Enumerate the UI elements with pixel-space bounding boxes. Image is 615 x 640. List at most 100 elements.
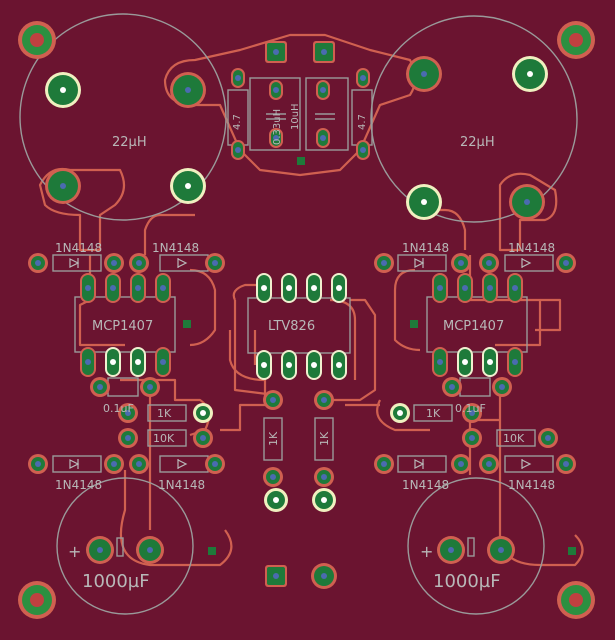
via-pad <box>297 157 305 165</box>
diode-br-b-label: 1N4148 <box>508 478 555 492</box>
inductor-right-pad <box>512 56 548 92</box>
driver-right-pin <box>457 347 473 377</box>
res-pad <box>462 428 482 448</box>
res-left-10k-label: 10K <box>153 432 175 445</box>
res-mid-2-label: 1K <box>318 431 331 446</box>
optocoupler-pin <box>331 350 347 380</box>
cap-pad <box>90 377 110 397</box>
power-connector-pad <box>311 563 337 589</box>
mounting-hole <box>18 581 56 619</box>
small-inductor-label-3: 10uH <box>290 103 301 130</box>
elcap-left-label: 1000µF <box>82 571 150 592</box>
diode-bl-b-label: 1N4148 <box>158 478 205 492</box>
smd-pad <box>356 68 370 88</box>
inductor-left-pad <box>170 72 206 108</box>
optocoupler-pin <box>306 350 322 380</box>
optocoupler-pin <box>256 273 272 303</box>
cap-right-label: 0.1uF <box>455 402 486 415</box>
diode-pad <box>451 253 471 273</box>
diode-pad <box>129 253 149 273</box>
driver-left-pin <box>155 347 171 377</box>
smd-pad <box>316 128 330 148</box>
res-pad <box>538 428 558 448</box>
smd-pad <box>231 140 245 160</box>
diode-pad <box>374 454 394 474</box>
res-pad <box>118 428 138 448</box>
via-pad <box>183 320 191 328</box>
inductor-left-pad <box>45 168 81 204</box>
smd-pad <box>269 80 283 100</box>
mounting-hole <box>18 21 56 59</box>
driver-left-pin <box>80 347 96 377</box>
diode-br-a-label: 1N4148 <box>402 478 449 492</box>
elcap-right-plus: + <box>420 542 433 561</box>
optocoupler-pin <box>281 350 297 380</box>
power-connector-pad <box>265 565 287 587</box>
elcap-right-pad <box>437 536 465 564</box>
diode-tr-a-label: 1N4148 <box>402 241 449 255</box>
smd-pad <box>356 140 370 160</box>
optocoupler-pin <box>281 273 297 303</box>
res-pad <box>462 403 482 423</box>
driver-left-label: MCP1407 <box>92 319 153 334</box>
small-inductor-label-2: 0.33uH <box>272 109 283 145</box>
inductor-right-label: 22µH <box>460 135 495 150</box>
mounting-hole <box>557 581 595 619</box>
cap-pad <box>140 377 160 397</box>
diode-pad <box>205 253 225 273</box>
driver-left-outline <box>74 296 176 353</box>
elcap-left-pad <box>136 536 164 564</box>
diode-pad <box>104 253 124 273</box>
diode-symbols <box>69 258 532 469</box>
inductor-left-pad <box>45 72 81 108</box>
res-pad <box>314 390 334 410</box>
inductor-right-pad <box>406 184 442 220</box>
small-inductor-box-right <box>305 77 349 151</box>
small-inductor-label-1: 4.7 <box>232 114 243 130</box>
res-pad <box>263 467 283 487</box>
diode-pad <box>479 454 499 474</box>
elcap-left-pad <box>86 536 114 564</box>
optocoupler-pin <box>331 273 347 303</box>
optocoupler-outline <box>247 297 351 354</box>
diode-pad <box>556 454 576 474</box>
inductor-right-pad <box>406 56 442 92</box>
diode-pad <box>556 253 576 273</box>
via-pad <box>208 547 216 555</box>
inductor-left-label: 22µH <box>112 135 147 150</box>
res-pad <box>193 428 213 448</box>
diode-tl-a-label: 1N4148 <box>55 241 102 255</box>
connector-pad <box>313 41 335 63</box>
silkscreen <box>19 13 578 615</box>
driver-right-pin <box>432 273 448 303</box>
driver-right-pin <box>507 347 523 377</box>
diode-pad <box>104 454 124 474</box>
smd-pad <box>231 68 245 88</box>
elcap-left-outline <box>56 477 194 615</box>
mounting-hole <box>557 21 595 59</box>
connector-pad <box>265 41 287 63</box>
smd-pad <box>316 80 330 100</box>
optocoupler-pin <box>306 273 322 303</box>
cap-pad <box>442 377 462 397</box>
res-left-1k-label: 1K <box>157 407 172 420</box>
diode-pad <box>479 253 499 273</box>
res-right-10k-label: 10K <box>503 432 525 445</box>
res-pad <box>118 403 138 423</box>
diode-pad <box>451 454 471 474</box>
via-pad <box>410 320 418 328</box>
pads <box>18 21 595 619</box>
output-pad <box>312 488 336 512</box>
res-pad <box>193 403 213 423</box>
driver-right-pin <box>482 273 498 303</box>
driver-right-pin <box>432 347 448 377</box>
inductor-left-outline <box>19 13 227 221</box>
driver-right-pin <box>482 347 498 377</box>
elcap-right-label: 1000µF <box>433 571 501 592</box>
driver-right-pin <box>507 273 523 303</box>
driver-left-pin <box>80 273 96 303</box>
diode-pad <box>28 454 48 474</box>
res-pad <box>390 403 410 423</box>
output-pad <box>264 488 288 512</box>
